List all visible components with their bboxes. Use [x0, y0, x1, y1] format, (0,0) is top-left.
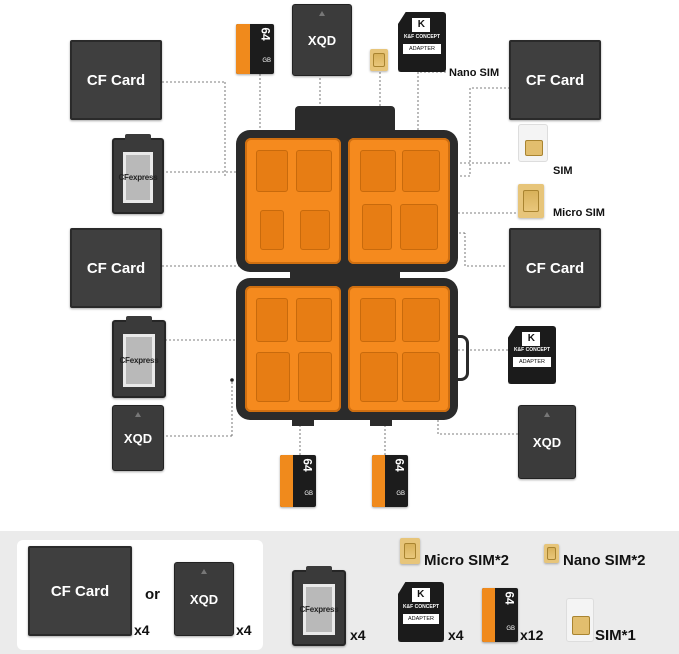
xqd-card: XQD — [292, 4, 352, 76]
brand-logo: K — [411, 588, 430, 602]
case-top-hinge — [295, 106, 395, 134]
microsd-unit: GB — [304, 491, 313, 497]
microsd-capacity: 64 — [392, 458, 407, 472]
micro-sim-card — [518, 184, 544, 218]
slot — [402, 150, 440, 192]
micro-sim-quantity: Micro SIM*2 — [424, 552, 510, 569]
cfexpress-card: CFexpress — [112, 316, 166, 398]
brand-logo: K — [412, 18, 431, 32]
slot — [296, 298, 332, 342]
summary-cf-card: CF Card — [28, 546, 132, 636]
summary-cfexpress-card: CFexpress — [292, 566, 346, 646]
slot — [402, 298, 440, 342]
cf-card: CF Card — [509, 40, 601, 120]
case-foot-right — [370, 418, 392, 426]
summary-xqd-card: XQD — [174, 562, 234, 636]
slot — [256, 352, 290, 402]
microsd-capacity: 64 — [258, 27, 273, 41]
microsd-capacity: 64 — [502, 591, 517, 605]
xqd-label: XQD — [307, 32, 337, 48]
cf-card-label: CF Card — [50, 582, 110, 600]
cfexpress-label: CFexpress — [299, 605, 339, 614]
slot — [298, 352, 332, 402]
summary-nano-sim — [544, 544, 559, 563]
cfexpress-label: CFexpress — [118, 173, 158, 182]
adapter-label: ADAPTER — [512, 357, 552, 368]
adapter-label: ADAPTER — [402, 44, 442, 55]
standard-sim-card — [518, 124, 548, 162]
cfexpress-quantity: x4 — [350, 627, 366, 643]
adapter-label: ADAPTER — [402, 614, 440, 625]
xqd-label: XQD — [532, 434, 562, 450]
xqd-card: XQD — [518, 405, 576, 479]
cf-quantity: x4 — [134, 622, 150, 638]
cf-card: CF Card — [70, 40, 162, 120]
case-foot-left — [292, 418, 314, 426]
micro-sim-label: Micro SIM — [553, 207, 605, 219]
xqd-card: XQD — [112, 405, 164, 471]
sd-quantity: x4 — [448, 627, 464, 643]
cfexpress-card: CFexpress — [112, 134, 164, 214]
or-text: or — [145, 586, 160, 603]
slot — [256, 150, 288, 192]
case-bottom-hinge — [290, 270, 400, 280]
cf-card-label: CF Card — [525, 259, 585, 277]
brand-text: K&F CONCEPT — [402, 603, 440, 610]
cf-card: CF Card — [70, 228, 162, 308]
sim-quantity: SIM*1 — [595, 627, 636, 644]
microsd-unit: GB — [506, 626, 515, 632]
summary-standard-sim — [566, 598, 594, 642]
microsd-unit: GB — [262, 58, 271, 64]
slot — [360, 352, 398, 402]
cfexpress-label: CFexpress — [119, 356, 159, 365]
nano-sim-label: Nano SIM — [449, 67, 500, 79]
case-latch[interactable] — [450, 335, 469, 381]
cf-card-label: CF Card — [86, 71, 146, 89]
xqd-label: XQD — [123, 430, 153, 446]
brand-logo: K — [522, 331, 541, 346]
microsd-capacity: 64 — [300, 458, 315, 472]
summary-micro-sim — [400, 538, 420, 564]
slot — [296, 150, 332, 192]
slot — [362, 204, 392, 250]
slot — [256, 298, 288, 342]
nano-sim-card — [370, 49, 388, 71]
cf-card-label: CF Card — [86, 259, 146, 277]
cf-card-label: CF Card — [525, 71, 585, 89]
xqd-quantity: x4 — [236, 622, 252, 638]
microsd-quantity: x12 — [520, 627, 544, 643]
slot — [400, 204, 438, 250]
slot — [402, 352, 440, 402]
slot — [260, 210, 284, 250]
xqd-label: XQD — [189, 591, 219, 607]
slot — [360, 150, 396, 192]
sim-label: SIM — [553, 165, 573, 177]
brand-text: K&F CONCEPT — [403, 33, 441, 40]
microsd-unit: GB — [396, 491, 405, 497]
nano-sim-quantity: Nano SIM*2 — [563, 552, 646, 569]
slot — [360, 298, 396, 342]
brand-text: K&F CONCEPT — [513, 346, 551, 353]
cf-card: CF Card — [509, 228, 601, 308]
slot — [300, 210, 330, 250]
